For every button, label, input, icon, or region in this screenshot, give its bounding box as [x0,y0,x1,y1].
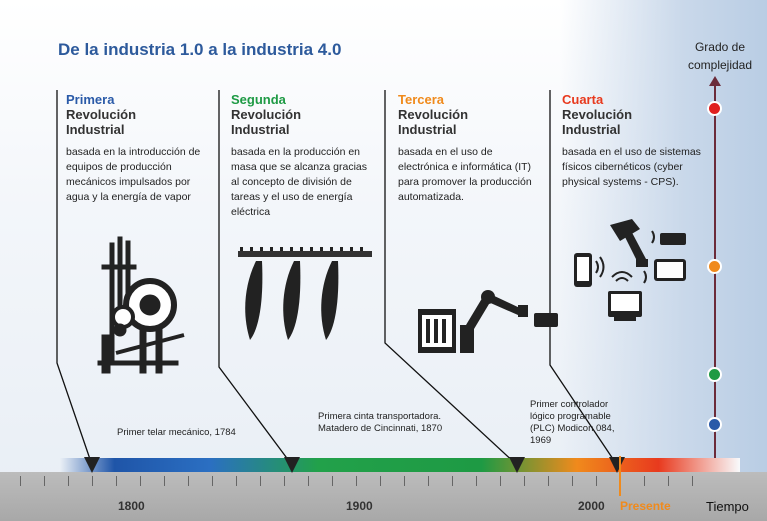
complexity-dot-2 [707,367,722,382]
complexity-dot-4 [707,101,722,116]
revolution-3-ordinal: Tercera [398,92,445,107]
present-marker [619,456,621,496]
event-loom-1784: Primer telar mecánico, 1784 [117,427,236,438]
year-label-1800: 1800 [118,499,145,513]
event-conveyor-1870: Primera cinta transportadora. Matadero d… [318,411,443,434]
timeline-marker-3 [509,457,525,473]
year-label-1900: 1900 [346,499,373,513]
revolution-2: Segunda Revolución Industrial basada en … [231,92,376,220]
revolution-2-ordinal: Segunda [231,92,286,107]
complexity-dot-1 [707,417,722,432]
revolution-3: Tercera Revolución Industrial basada en … [398,92,543,205]
year-label-2000: 2000 [578,499,605,513]
cyber-physical-devices-icon [574,219,686,321]
event-plc-1969: Primer controlador lógico programable (P… [530,399,615,446]
revolution-4: Cuarta Revolución Industrial basada en e… [562,92,701,188]
time-axis-label: Tiempo [706,499,749,514]
divider-1 [56,90,93,466]
revolution-3-description: basada en el uso de electrónica e inform… [398,146,532,203]
robot-arm-icon [418,290,558,353]
timeline-marker-1 [84,457,100,473]
divider-2 [218,90,293,466]
mechanical-loom-icon [97,236,185,374]
timeline-marker-4 [609,457,625,473]
revolution-2-description: basada en la producción en masa que se a… [231,146,367,218]
page-title: De la industria 1.0 a la industria 4.0 [58,40,342,59]
revolution-4-description: basada en el uso de sistemas físicos cib… [562,146,701,188]
complexity-dot-3 [707,259,722,274]
divider-4 [549,90,618,466]
timeline-marker-2 [284,457,300,473]
revolution-1-ordinal: Primera [66,92,115,107]
timeline-ruler [0,472,767,521]
axis-arrow-icon [709,76,721,86]
revolution-1-description: basada en la introducción de equipos de … [66,146,201,203]
timeline-color-band [60,458,740,472]
present-label: Presente [620,499,671,513]
conveyor-belt-icon [238,247,372,340]
revolution-1: Primera Revolución Industrial basada en … [66,92,216,205]
revolution-4-ordinal: Cuarta [562,92,604,107]
divider-3 [384,90,518,466]
complexity-axis-label: Grado de complejidad [687,40,753,72]
